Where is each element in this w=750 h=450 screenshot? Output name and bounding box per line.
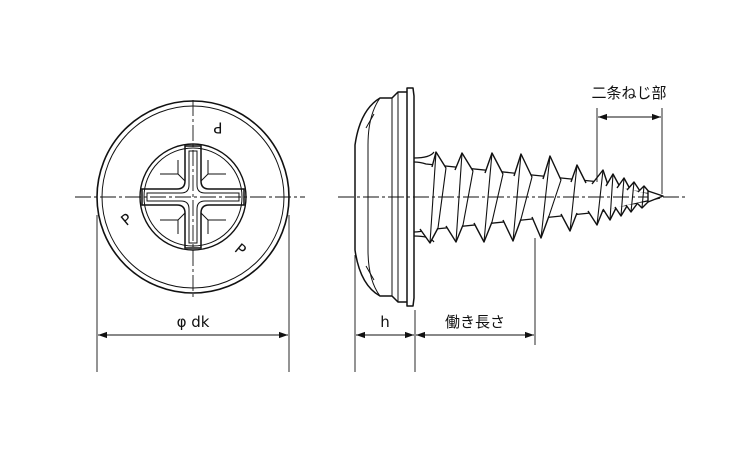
phillips-recess-inner [146,150,240,244]
thread-crest-upper [542,155,562,181]
recess-facet [200,173,209,182]
head-center-lines [75,100,305,298]
phillips-recess-outline [141,145,245,249]
thread-crest-upper [431,151,447,169]
head-chamfer [367,97,381,297]
dk-dimension [96,215,290,372]
thread-crest-lower [419,227,439,244]
side-view-dimensions [354,108,663,372]
thread-crest-lower [445,224,464,243]
head-marking-p: P [213,119,222,137]
shank-root [413,161,661,197]
screw-tip [647,190,664,203]
washer-flange [406,87,415,307]
recess-facet [177,212,186,221]
head-chamfer [365,113,375,281]
dk-dimension-label: φ dk [177,313,210,331]
thread-crest-upper [513,153,533,178]
h-dimension-label: h [380,313,390,331]
thread-crest-upper [484,152,504,175]
effective-length-label: 働き長さ [445,313,505,331]
thread-crest-upper [454,152,474,172]
head-marking-p: P [117,210,136,230]
head-marking-p: P [231,240,250,260]
thread-crest-upper [591,169,609,186]
thread-flanks [429,151,645,244]
thread-crest-lower [531,215,550,239]
double-thread-label: 二条ねじ部 [591,84,666,102]
recess-facet [177,173,186,182]
thread-crest-lower [602,207,617,221]
thread-crest-upper [570,164,587,184]
screw-side-view [354,87,661,307]
thread-crest-lower [502,218,522,242]
thread-crest-lower [560,212,578,232]
thread-crest-lower [587,209,604,226]
thread-crest-lower [473,221,493,243]
recess-facet [200,212,209,221]
head-profile [354,91,407,303]
